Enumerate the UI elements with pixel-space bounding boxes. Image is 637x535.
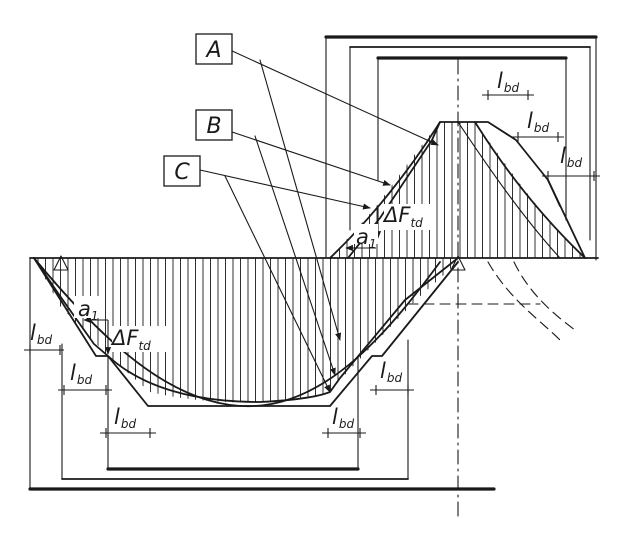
dimension-lbd-top-2: lbd	[512, 109, 564, 142]
svg-text:ΔFtd: ΔFtd	[110, 326, 151, 353]
svg-text:lbd: lbd	[30, 321, 52, 347]
svg-text:B: B	[206, 114, 221, 139]
svg-text:lbd: lbd	[527, 109, 549, 135]
svg-text:a1: a1	[356, 225, 377, 251]
dimension-lbd-top-3: lbd	[542, 144, 600, 181]
svg-text:ΔFtd: ΔFtd	[382, 203, 423, 230]
dimension-lbd-left: lbd	[24, 321, 64, 355]
svg-text:C: C	[174, 160, 190, 185]
support-left-icon	[53, 255, 69, 271]
support-right-icon	[450, 255, 466, 271]
moment-diagram-bottom	[33, 257, 459, 407]
dimension-lbd-bottom-left: lbd	[100, 405, 156, 438]
label-B: B	[195, 109, 233, 141]
continuation-arcs	[487, 261, 576, 341]
delta-ftd-top: ΔFtd	[374, 203, 436, 239]
svg-text:a1: a1	[78, 297, 99, 323]
svg-text:lbd: lbd	[380, 359, 402, 385]
svg-text:lbd: lbd	[497, 69, 519, 95]
label-C: C	[163, 155, 201, 187]
svg-text:lbd: lbd	[332, 405, 354, 431]
dimension-lbd-left-2: lbd	[58, 361, 112, 395]
dimension-lbd-top-1: lbd	[482, 69, 534, 100]
leader-lines	[199, 49, 439, 393]
moment-hatching-top-right	[459, 122, 581, 258]
dimension-lbd-right: lbd	[370, 359, 414, 395]
label-A: A	[195, 33, 233, 65]
structure-outline	[28, 35, 598, 491]
svg-text:lbd: lbd	[560, 144, 582, 170]
delta-ftd-left: ΔFtd	[104, 320, 166, 355]
shift-a1-top: a1	[345, 224, 378, 252]
svg-text:A: A	[204, 38, 221, 63]
svg-text:lbd: lbd	[70, 361, 92, 387]
shift-a1-left: a1	[74, 296, 108, 324]
svg-text:lbd: lbd	[114, 405, 136, 431]
moment-hatching-bottom	[37, 258, 451, 403]
dimension-lbd-bottom-right: lbd	[322, 405, 366, 438]
